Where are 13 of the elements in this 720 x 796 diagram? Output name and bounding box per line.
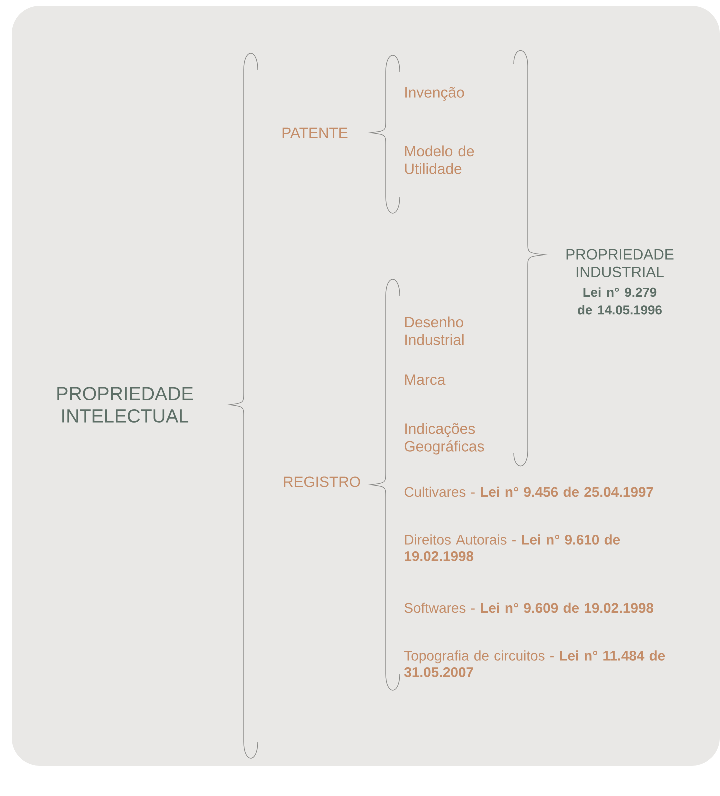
concept-label: Indicações Geográficas: [404, 423, 484, 455]
concept-label: Softwares - Lei n° 9.609 de 19.02.1998: [404, 602, 654, 614]
concept-label: PATENTE: [282, 128, 348, 138]
concept-label: Marca: [405, 374, 446, 386]
concept-label: Invenção: [406, 87, 464, 101]
concept-label: PROPRIEDADE INDUSTRIAL Lei n° 9.279 de 14.05.1996: [566, 249, 674, 315]
concept-label: Direitos Autorais - Lei n° 9.610 de 19.02.1998: [405, 534, 620, 562]
concept-label: Modelo de Utilidade: [405, 146, 474, 174]
concept-label: PROPRIEDADE INTELECTUAL: [58, 387, 194, 423]
concept-label: Topografia de circuitos - Lei n° 11.484 de 31.05.2007: [404, 650, 666, 678]
concept-label: REGISTRO: [284, 476, 360, 488]
concept-label: Desenho Industrial: [405, 316, 464, 346]
concept-label: Cultivares - Lei n° 9.456 de 25.04.1997: [404, 486, 654, 498]
